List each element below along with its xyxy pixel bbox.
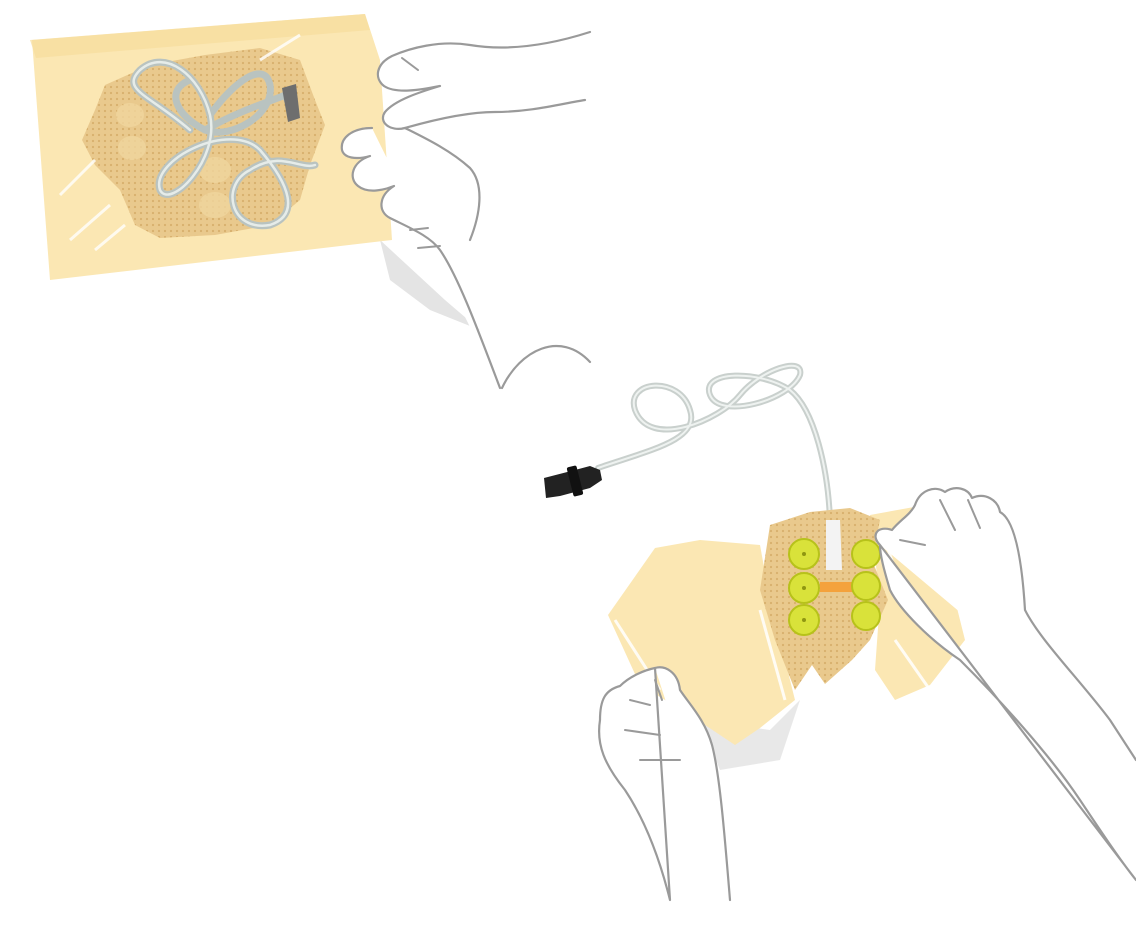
step1-lower-hand — [340, 126, 592, 390]
pad-bumps — [116, 103, 231, 218]
sensor-dot — [851, 601, 881, 631]
coiled-cable — [130, 58, 319, 230]
step1-shadow — [380, 240, 480, 330]
pouch-flap — [30, 14, 370, 58]
step2-left-hand — [598, 666, 732, 902]
pouch-glare — [58, 33, 301, 252]
step1-thumb — [403, 126, 481, 242]
step2-cable — [595, 362, 833, 523]
sensor-column-right — [851, 539, 881, 631]
step2-right-hand — [874, 487, 1136, 882]
sensor-dot — [851, 539, 881, 569]
step2-left-knuckles — [624, 679, 681, 761]
orange-strip — [820, 582, 854, 592]
step2-right-knuckles — [899, 499, 981, 546]
step1-group — [30, 14, 592, 390]
pad-cable-lead — [826, 520, 842, 570]
step1-knuckle-lines — [401, 57, 441, 249]
black-connector — [544, 465, 602, 498]
sensor-dot — [851, 571, 881, 601]
step2-shadow — [700, 700, 800, 770]
sensor-column-left — [788, 538, 820, 636]
step1-upper-hand — [376, 30, 592, 130]
pouch-connector — [282, 84, 300, 122]
step2-group — [544, 362, 1136, 902]
